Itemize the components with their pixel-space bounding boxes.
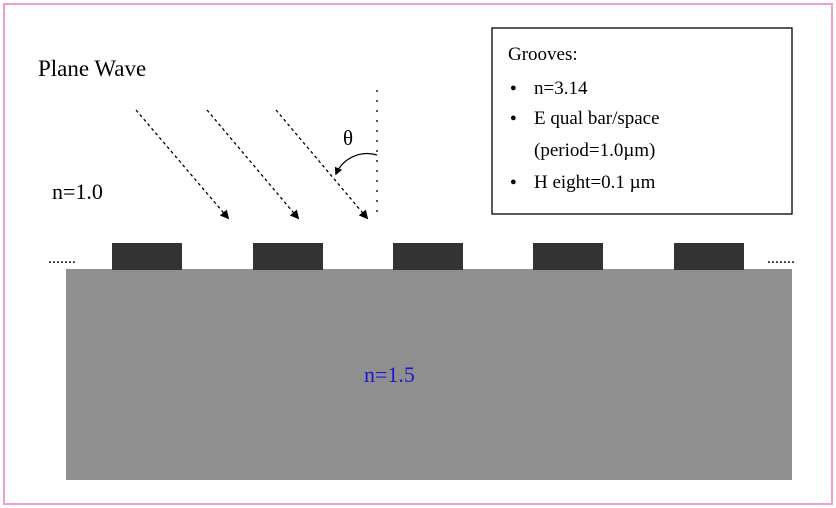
ellipsis-right: ....... bbox=[767, 250, 795, 267]
wave-arrow bbox=[275, 109, 369, 220]
info-item: n=3.14 bbox=[534, 78, 588, 99]
info-item: E qual bar/space bbox=[534, 108, 660, 129]
ellipsis-left: ....... bbox=[48, 250, 76, 267]
substrate-index-label: n=1.5 bbox=[364, 362, 415, 387]
info-bullet: ● bbox=[510, 82, 517, 94]
plane-wave-label: Plane Wave bbox=[38, 56, 146, 81]
grooves-info-box: Grooves: ● n=3.14 ● E qual bar/space (pe… bbox=[491, 27, 793, 215]
info-item: (period=1.0µm) bbox=[534, 140, 655, 161]
groove bbox=[533, 243, 603, 270]
angle-arc bbox=[334, 152, 378, 176]
info-bullet: ● bbox=[510, 176, 517, 188]
air-index-label: n=1.0 bbox=[52, 179, 103, 204]
wave-arrow bbox=[135, 109, 230, 220]
groove bbox=[674, 243, 744, 270]
incident-wave-arrows bbox=[135, 109, 369, 220]
groove bbox=[253, 243, 323, 270]
info-item: H eight=0.1 µm bbox=[534, 172, 656, 193]
info-box-title: Grooves: bbox=[508, 44, 578, 65]
grooves bbox=[112, 243, 744, 270]
info-bullet: ● bbox=[510, 112, 517, 124]
theta-label: θ bbox=[343, 126, 353, 150]
wave-arrow bbox=[206, 109, 300, 220]
groove bbox=[112, 243, 182, 270]
groove bbox=[393, 243, 463, 270]
substrate bbox=[66, 269, 792, 480]
